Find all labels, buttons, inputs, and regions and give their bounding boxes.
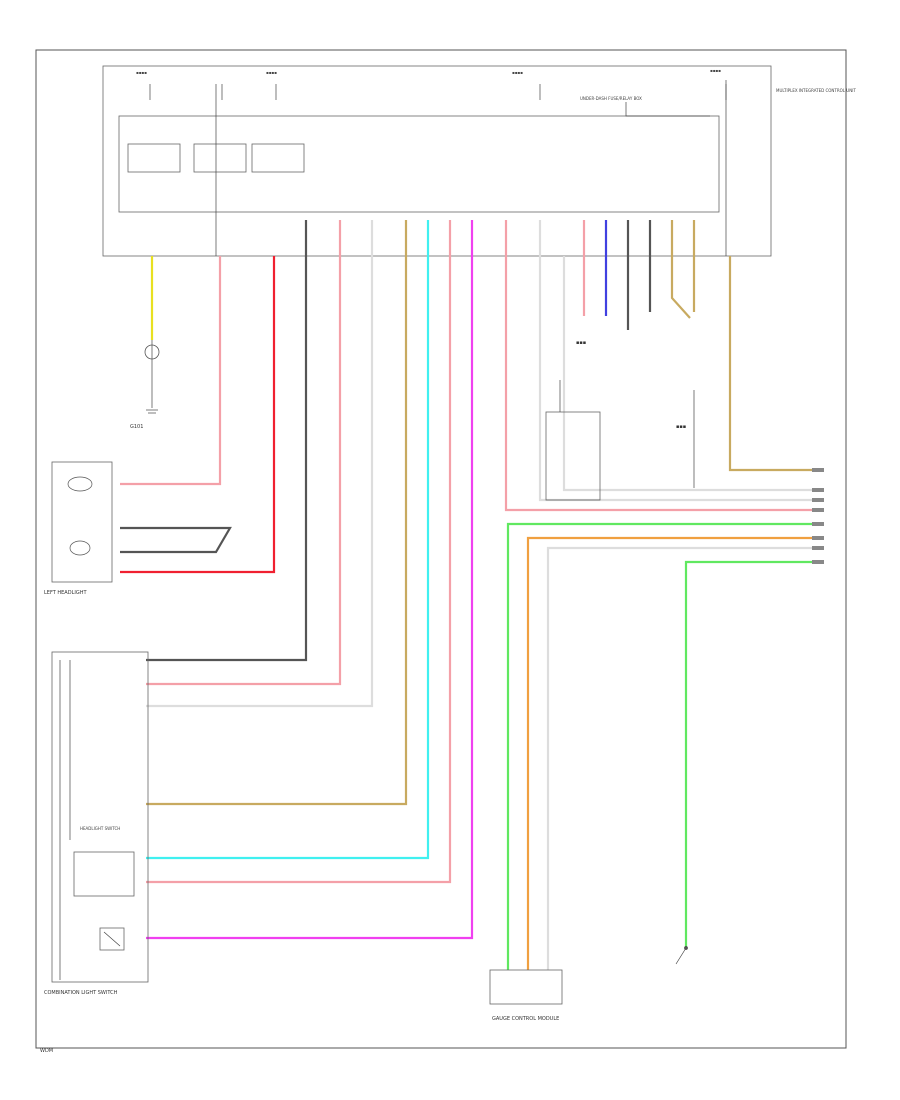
- wire-cyan: [146, 220, 430, 860]
- wire-red-1: [120, 256, 276, 574]
- under-dash-label: UNDER-DASH FUSE/RELAY BOX: [580, 96, 642, 101]
- wire-tan-r1: [670, 220, 691, 319]
- wire-pink-3: [146, 220, 452, 884]
- wire-pink-1: [120, 256, 222, 486]
- wire-white-2: [546, 546, 812, 970]
- bottom-connector-box: [489, 969, 563, 1005]
- right-label-2: ▪▪▪: [676, 424, 686, 430]
- relay-3: [251, 143, 305, 173]
- switch-box-right: [545, 411, 601, 501]
- top-label-2: ▪▪▪▪: [266, 70, 277, 75]
- wire-red-2: [504, 220, 812, 512]
- bulb-symbol: [144, 344, 160, 360]
- left-headlight-box: [51, 461, 113, 583]
- control-unit-inner: [118, 115, 720, 213]
- ground-label: G101: [130, 424, 143, 430]
- dimmer-box: [73, 851, 135, 897]
- wire-white-r2: [562, 256, 812, 492]
- combination-switch-label: COMBINATION LIGHT SWITCH: [44, 990, 118, 996]
- headlight-high-beam: [69, 540, 91, 556]
- gauge-control-label: GAUGE CONTROL MODULE: [492, 1016, 559, 1022]
- combination-switch-box: [51, 651, 149, 983]
- wire-white: [146, 220, 374, 708]
- top-label-4: ▪▪▪▪: [710, 68, 721, 73]
- switch-symbol: [675, 946, 688, 965]
- relay-2: [193, 143, 247, 173]
- wire-tan-2: [728, 256, 812, 472]
- wire-white-r1: [538, 220, 812, 502]
- wire-green-2: [684, 560, 812, 948]
- control-unit-box: [102, 65, 772, 257]
- ground-symbol: [146, 409, 158, 414]
- headlight-switch-label: HEADLIGHT SWITCH: [80, 826, 120, 831]
- right-label-1: ▪▪▪: [576, 340, 586, 346]
- wire-green-1: [506, 522, 812, 970]
- headlight-low-beam: [67, 476, 93, 492]
- unit-title-label: MULTIPLEX INTEGRATED CONTROL UNIT: [776, 88, 856, 93]
- wire-orange: [526, 536, 812, 970]
- top-label-3: ▪▪▪▪: [512, 70, 523, 75]
- relay-1: [127, 143, 181, 173]
- wire-pink-2: [146, 220, 342, 686]
- connector-pin: [812, 468, 824, 564]
- left-headlight-label: LEFT HEADLIGHT: [44, 590, 87, 596]
- wire-magenta: [146, 220, 474, 940]
- wire-black: [146, 220, 308, 662]
- wire-tan: [146, 220, 408, 806]
- switch-inner: [99, 927, 125, 951]
- footer-label: WDM: [40, 1048, 53, 1054]
- outer-frame: [35, 49, 847, 1049]
- top-label-1: ▪▪▪▪: [136, 70, 147, 75]
